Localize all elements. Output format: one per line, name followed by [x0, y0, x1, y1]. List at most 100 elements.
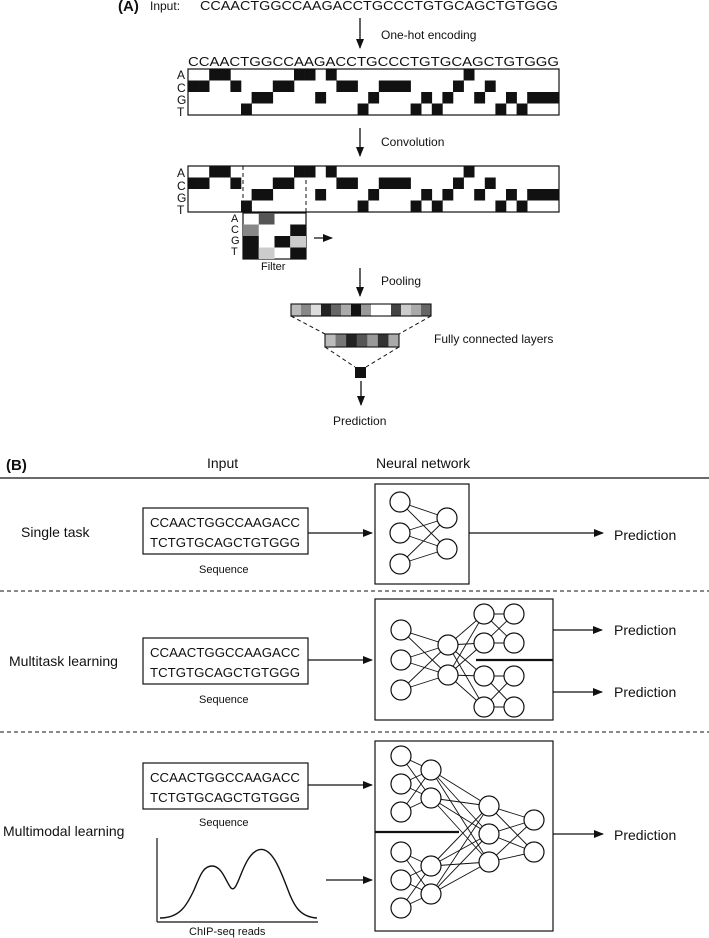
- network-node: [420, 759, 442, 781]
- network-node: [436, 507, 458, 529]
- base-g-label: G: [177, 93, 186, 107]
- onehot-cell-c: [484, 177, 496, 189]
- bar-cell: [331, 304, 342, 316]
- onehot-cell-c: [230, 177, 242, 189]
- network-edge: [430, 861, 490, 895]
- onehot-cell-a: [463, 166, 475, 178]
- single-task-prediction: Prediction: [614, 527, 676, 543]
- filter-cell: [290, 236, 306, 248]
- onehot-cell-g: [537, 92, 549, 104]
- multimodal-prediction: Prediction: [614, 827, 676, 843]
- onehot-cell-a: [294, 166, 305, 178]
- multitask-seq-line2: TCTGTGCAGCTGTGGG: [150, 665, 300, 680]
- onehot-cell-t: [410, 200, 422, 212]
- filter-base-a-label: A: [231, 213, 239, 225]
- onehot-cell-c: [230, 80, 242, 92]
- bar-cell: [301, 304, 312, 316]
- chipseq-caption: ChIP-seq reads: [189, 926, 266, 938]
- network-node: [390, 897, 412, 919]
- pool-dash-left: [290, 315, 326, 335]
- multitask-network: [390, 603, 525, 718]
- filter-cell: [274, 236, 291, 248]
- chipseq-signal-curve: [159, 848, 318, 919]
- network-edge: [399, 517, 448, 565]
- single-task-network-box: [374, 483, 470, 585]
- multimodal-sequence-box: [142, 762, 309, 810]
- convolution-matrix: [187, 165, 560, 213]
- network-node: [390, 801, 412, 823]
- onehot-cell-t: [357, 103, 369, 115]
- multimodal-title: Multimodal learning: [3, 823, 124, 839]
- onehot-cell-g: [506, 92, 517, 104]
- onehot-cell-c: [283, 80, 295, 92]
- bar-frame: [290, 303, 432, 317]
- bar-cell: [381, 304, 392, 316]
- multitask-prediction-1: Prediction: [614, 622, 676, 638]
- multitask-sequence-box: [142, 637, 309, 685]
- step-convolution: Convolution: [381, 135, 444, 149]
- bar-cell: [291, 304, 302, 316]
- bar-cell: [351, 304, 362, 316]
- onehot-cell-c: [389, 177, 401, 189]
- filter-cell: [243, 236, 259, 248]
- network-node: [390, 773, 412, 795]
- onehot-cell-t: [357, 200, 369, 212]
- onehot-matrix: [187, 68, 560, 116]
- filter-matrix: [242, 212, 307, 260]
- onehot-cell-a: [294, 69, 305, 81]
- onehot-cell-g: [251, 92, 263, 104]
- bar-cell: [367, 334, 379, 347]
- chipseq-plot: [156, 838, 318, 923]
- onehot-cell-c: [188, 80, 199, 92]
- conv-base-a-label: A: [177, 166, 185, 180]
- network-node: [503, 665, 525, 687]
- filter-cell: [290, 247, 306, 259]
- network-node: [473, 696, 495, 718]
- output-node: [355, 367, 366, 378]
- onehot-cell-a: [463, 69, 475, 81]
- onehot-cell-c: [283, 177, 295, 189]
- filter-base-g-label: G: [231, 235, 240, 247]
- onehot-cell-g: [421, 92, 433, 104]
- single-task-seq-line1: CCAACTGGCCAAGACC: [150, 515, 300, 530]
- base-a-label: A: [177, 68, 185, 82]
- network-node: [473, 603, 495, 625]
- filter-cell: [258, 213, 275, 225]
- network-edge: [447, 613, 485, 676]
- onehot-cell-g: [251, 189, 263, 201]
- multimodal-seq-line1: CCAACTGGCCAAGACC: [150, 770, 300, 785]
- network-node: [523, 841, 545, 863]
- network-edge: [430, 797, 490, 863]
- bar-cell: [321, 304, 332, 316]
- onehot-cell-a: [325, 69, 337, 81]
- onehot-cell-g: [442, 189, 454, 201]
- onehot-cell-c: [198, 177, 210, 189]
- column-input-header: Input: [207, 455, 238, 471]
- step-onehot: One-hot encoding: [381, 28, 476, 42]
- onehot-cell-c: [347, 80, 358, 92]
- onehot-cell-g: [527, 92, 539, 104]
- onehot-cell-t: [516, 200, 528, 212]
- pooling-bar: [290, 303, 432, 317]
- onehot-cell-g: [315, 189, 327, 201]
- onehot-cell-t: [241, 103, 252, 115]
- network-node: [503, 696, 525, 718]
- network-node: [523, 809, 545, 831]
- onehot-cell-a: [304, 166, 316, 178]
- onehot-cell-a: [209, 166, 221, 178]
- fc-dash-right: [365, 346, 400, 368]
- network-node: [503, 632, 525, 654]
- single-task-sequence-box: [142, 507, 309, 555]
- bar-cell: [371, 304, 382, 316]
- fully-connected-bar: [324, 333, 400, 348]
- onehot-cell-t: [431, 200, 443, 212]
- bar-cell: [325, 334, 336, 347]
- conv-base-c-label: C: [177, 179, 186, 193]
- fc-dash-left: [324, 346, 356, 368]
- network-node: [420, 787, 442, 809]
- conv-base-t-label: T: [177, 203, 185, 217]
- step-fully-connected: Fully connected layers: [434, 332, 553, 346]
- onehot-cell-a: [304, 69, 316, 81]
- onehot-cell-a: [209, 69, 221, 81]
